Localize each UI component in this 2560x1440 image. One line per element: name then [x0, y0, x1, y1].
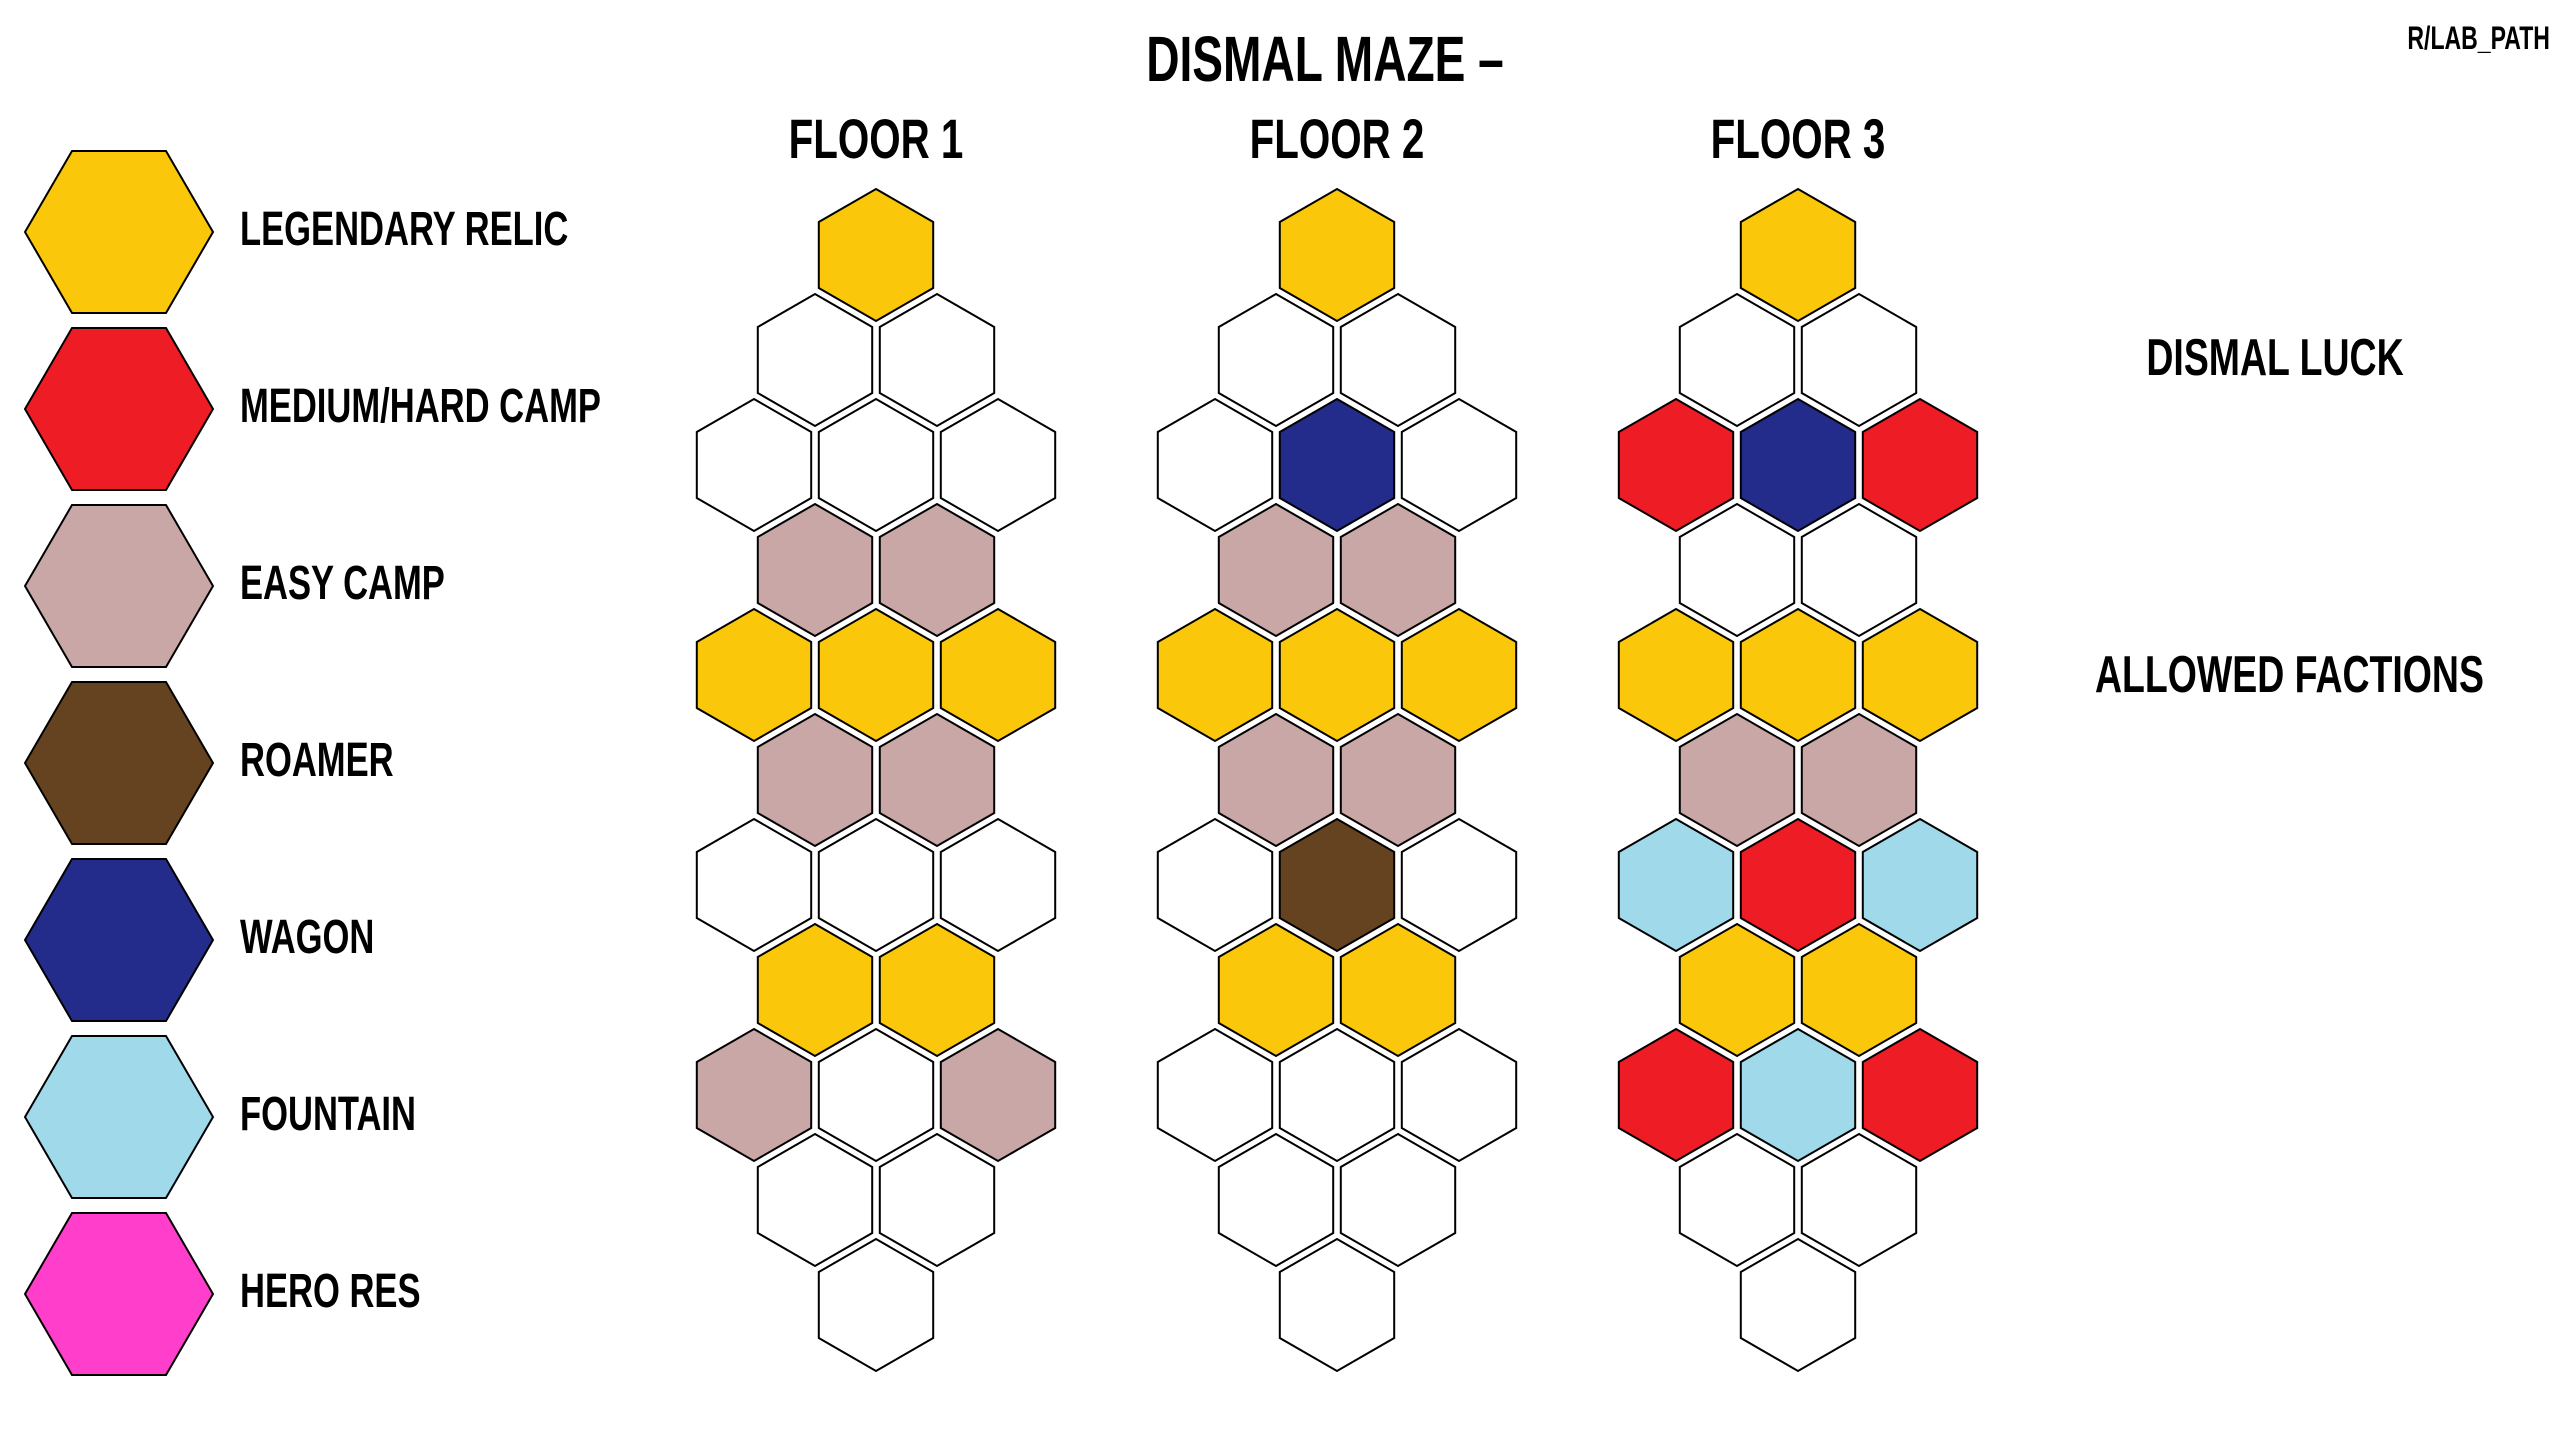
floor-2-hex-empty	[1400, 1027, 1518, 1163]
floor-3-hex-empty	[1800, 502, 1918, 638]
legend-label-fountain: FOUNTAIN	[240, 1088, 416, 1141]
floor-3-hex-empty	[1800, 1132, 1918, 1268]
floor-2-hex-empty	[1400, 817, 1518, 953]
floor-3-hex-legendary-relic	[1739, 607, 1857, 743]
floor-3-hex-medium-hard-camp	[1617, 397, 1735, 533]
floor-1-hex-easy-camp	[695, 1027, 813, 1163]
dismal-luck-label: DISMAL LUCK	[2146, 329, 2404, 387]
floor-3-hex-empty	[1678, 502, 1796, 638]
floor-3-hex-legendary-relic	[1800, 922, 1918, 1058]
legend-swatch-legendary-relic	[23, 150, 215, 314]
floor-2-hex-legendary-relic	[1339, 922, 1457, 1058]
legend-swatch-easy-camp	[23, 504, 215, 668]
floor-1-hex-easy-camp	[756, 712, 874, 848]
floor-1-hex-easy-camp	[939, 1027, 1057, 1163]
floor-2-hex-empty	[1339, 292, 1457, 428]
legend-swatch-medium-hard-camp	[23, 327, 215, 491]
legend-swatch-roamer	[23, 681, 215, 845]
floor-3-hex-easy-camp	[1678, 712, 1796, 848]
floor-1-hex-empty	[695, 397, 813, 533]
legend-label-medium-hard-camp: MEDIUM/HARD CAMP	[240, 380, 601, 433]
floor-1-hex-easy-camp	[878, 712, 996, 848]
floor-3-hex-legendary-relic	[1739, 187, 1857, 323]
floor-2-hex-legendary-relic	[1156, 607, 1274, 743]
floor-1-hex-empty	[817, 1027, 935, 1163]
page-title: DISMAL MAZE –	[1146, 23, 1504, 95]
floor-1-hex-legendary-relic	[939, 607, 1057, 743]
floor-1-hex-empty	[695, 817, 813, 953]
floor-2-hex-legendary-relic	[1217, 922, 1335, 1058]
floor-2-hex-easy-camp	[1339, 502, 1457, 638]
floor-3-hex-empty	[1739, 1237, 1857, 1373]
floor-2-hex-empty	[1156, 397, 1274, 533]
floor-1-hex-empty	[756, 292, 874, 428]
floor-3-hex-medium-hard-camp	[1861, 1027, 1979, 1163]
floor-3-hex-legendary-relic	[1861, 607, 1979, 743]
floor-3-hex-medium-hard-camp	[1739, 817, 1857, 953]
floor-1-hex-empty	[878, 292, 996, 428]
floor-3-hex-easy-camp	[1800, 712, 1918, 848]
allowed-factions-label: ALLOWED FACTIONS	[2095, 646, 2484, 704]
floor-3-grid	[1617, 187, 1979, 1373]
floor-2-hex-empty	[1400, 397, 1518, 533]
floor-2-hex-empty	[1156, 817, 1274, 953]
floor-2-grid	[1156, 187, 1518, 1373]
floor-2-hex-empty	[1278, 1027, 1396, 1163]
legend-label-wagon: WAGON	[240, 911, 375, 964]
legend-swatch-fountain	[23, 1035, 215, 1199]
floor-2-hex-empty	[1278, 1237, 1396, 1373]
floor-2-hex-easy-camp	[1339, 712, 1457, 848]
floor-1-hex-legendary-relic	[695, 607, 813, 743]
floor-3-hex-medium-hard-camp	[1617, 1027, 1735, 1163]
floor-2-hex-easy-camp	[1217, 502, 1335, 638]
floor-1-hex-legendary-relic	[878, 922, 996, 1058]
floor-3-hex-wagon	[1739, 397, 1857, 533]
floor-1-title: FLOOR 1	[788, 107, 964, 170]
legend-label-easy-camp: EASY CAMP	[240, 557, 445, 610]
floor-1-hex-easy-camp	[878, 502, 996, 638]
floor-1-hex-empty	[939, 397, 1057, 533]
floor-2-hex-empty	[1339, 1132, 1457, 1268]
legend-label-hero-res: HERO RES	[240, 1265, 421, 1318]
floor-3-hex-empty	[1678, 1132, 1796, 1268]
legend-swatch-wagon	[23, 858, 215, 1022]
legend-label-roamer: ROAMER	[240, 734, 394, 787]
floor-3-hex-legendary-relic	[1678, 922, 1796, 1058]
floor-1-grid	[695, 187, 1057, 1373]
floor-2-hex-wagon	[1278, 397, 1396, 533]
floor-1-hex-easy-camp	[756, 502, 874, 638]
floor-3-hex-fountain	[1739, 1027, 1857, 1163]
floor-1-hex-legendary-relic	[817, 187, 935, 323]
floor-2-hex-roamer	[1278, 817, 1396, 953]
floor-1-hex-empty	[817, 1237, 935, 1373]
floor-3-title: FLOOR 3	[1710, 107, 1886, 170]
floor-1-hex-empty	[817, 817, 935, 953]
legend-panel	[23, 150, 215, 1376]
legend-label-legendary-relic: LEGENDARY RELIC	[240, 203, 569, 256]
floor-2-hex-legendary-relic	[1400, 607, 1518, 743]
floor-3-hex-fountain	[1861, 817, 1979, 953]
floor-2-hex-empty	[1217, 1132, 1335, 1268]
floor-1-hex-empty	[817, 397, 935, 533]
floor-3-hex-empty	[1800, 292, 1918, 428]
floor-3-hex-empty	[1678, 292, 1796, 428]
legend-swatch-hero-res	[23, 1212, 215, 1376]
floor-1-hex-empty	[939, 817, 1057, 953]
floor-2-hex-legendary-relic	[1278, 607, 1396, 743]
floor-2-hex-empty	[1217, 292, 1335, 428]
floor-3-hex-fountain	[1617, 817, 1735, 953]
credit-label: R/LAB_PATH	[2407, 20, 2550, 56]
floor-1-hex-empty	[878, 1132, 996, 1268]
floor-1-hex-empty	[756, 1132, 874, 1268]
floor-1-hex-legendary-relic	[756, 922, 874, 1058]
floor-2-hex-empty	[1156, 1027, 1274, 1163]
floor-3-hex-legendary-relic	[1617, 607, 1735, 743]
floor-2-hex-legendary-relic	[1278, 187, 1396, 323]
floor-2-title: FLOOR 2	[1249, 107, 1425, 170]
floor-2-hex-easy-camp	[1217, 712, 1335, 848]
floor-3-hex-medium-hard-camp	[1861, 397, 1979, 533]
floor-1-hex-legendary-relic	[817, 607, 935, 743]
